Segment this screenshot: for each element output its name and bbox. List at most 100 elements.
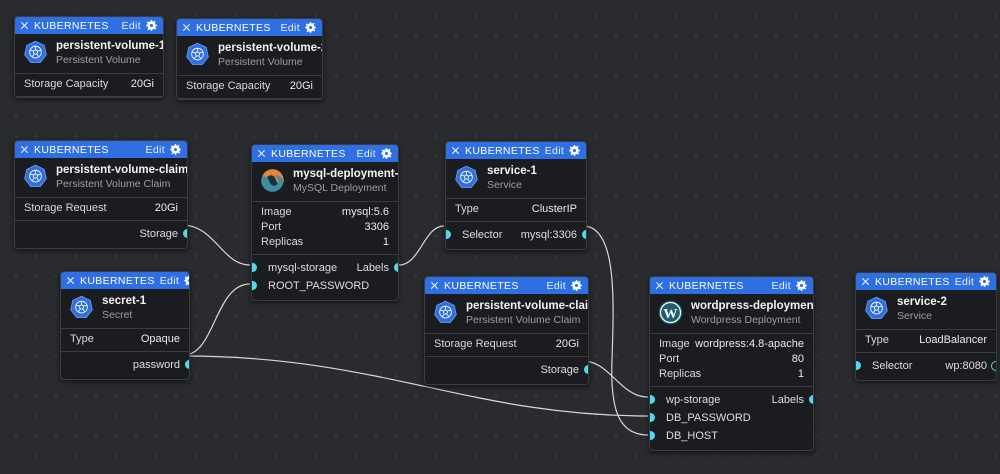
node-header-title: KUBERNETES <box>80 274 155 287</box>
node-name: persistent-volume-1 <box>56 40 164 52</box>
edit-button[interactable]: Edit <box>771 279 791 292</box>
port-dot-in[interactable] <box>856 361 861 371</box>
node-properties: Storage Request 20Gi <box>15 198 187 221</box>
close-icon[interactable] <box>430 281 439 290</box>
node-header[interactable]: KUBERNETES Edit <box>61 272 189 289</box>
edit-button[interactable]: Edit <box>356 147 376 160</box>
port-label: Selector <box>872 359 913 372</box>
node-header[interactable]: KUBERNETES Edit <box>650 277 813 294</box>
gear-icon[interactable] <box>184 275 190 286</box>
port-dot-out[interactable] <box>393 263 398 273</box>
gear-icon[interactable] <box>569 145 581 156</box>
port-dot-in[interactable] <box>650 395 655 405</box>
property-key: Port <box>659 353 680 366</box>
close-icon[interactable] <box>655 281 664 290</box>
gear-icon[interactable] <box>170 144 181 155</box>
node-service-1[interactable]: KUBERNETES Edit <box>445 141 587 250</box>
port-dot-in[interactable] <box>650 413 655 423</box>
port-row: Selector wp:8080 <box>856 357 996 375</box>
node-mysql-deployment-1[interactable]: KUBERNETES Edit mysql-deployment-1 MySQL… <box>251 144 399 301</box>
port-dot-out[interactable] <box>583 365 588 375</box>
kubernetes-icon <box>864 296 889 321</box>
kubernetes-icon <box>454 165 479 190</box>
property-key: Type <box>70 333 94 346</box>
close-icon[interactable] <box>861 277 870 286</box>
port-dot-in[interactable] <box>252 263 257 273</box>
edit-button[interactable]: Edit <box>121 19 141 32</box>
node-persistent-volume-1[interactable]: KUBERNETES Edit <box>14 16 164 98</box>
gear-icon[interactable] <box>305 22 316 33</box>
edit-button[interactable]: Edit <box>159 274 180 287</box>
port-dot-out[interactable] <box>990 360 996 371</box>
edit-button[interactable]: Edit <box>546 279 566 292</box>
port-row: mysql-storage Labels <box>252 259 398 277</box>
port-dot-out[interactable] <box>182 229 187 239</box>
node-wordpress-deployment-1[interactable]: KUBERNETES Edit W wordpress-deployment-1… <box>649 276 814 451</box>
gear-icon[interactable] <box>381 148 392 159</box>
node-name: service-1 <box>487 165 537 177</box>
node-name: mysql-deployment-1 <box>293 168 399 180</box>
node-secret-1[interactable]: KUBERNETES Edit <box>60 271 190 380</box>
port-dot-out[interactable] <box>184 360 189 370</box>
gear-icon[interactable] <box>571 280 582 291</box>
port-dot-in[interactable] <box>252 281 257 291</box>
close-icon[interactable] <box>20 21 29 30</box>
property-row: Image wordpress:4.8-apache <box>650 337 813 352</box>
node-header[interactable]: KUBERNETES Edit <box>15 17 163 34</box>
mysql-icon <box>260 169 285 193</box>
close-icon[interactable] <box>451 146 460 155</box>
node-header[interactable]: KUBERNETES Edit <box>177 19 322 36</box>
node-ports: Storage <box>15 221 187 248</box>
gear-icon[interactable] <box>979 276 991 287</box>
port-dot-in[interactable] <box>650 431 655 441</box>
edit-button[interactable]: Edit <box>954 275 975 288</box>
node-ports: password <box>61 352 189 379</box>
node-service-2[interactable]: KUBERNETES Edit <box>855 272 997 381</box>
port-dot-out[interactable] <box>808 395 813 405</box>
node-header-title: KUBERNETES <box>196 21 271 34</box>
edit-button[interactable]: Edit <box>544 144 565 157</box>
edit-button[interactable]: Edit <box>280 21 300 34</box>
property-value: wordpress:4.8-apache <box>695 338 804 351</box>
close-icon[interactable] <box>182 23 191 32</box>
node-subtitle: Persistent Volume <box>218 55 303 68</box>
node-properties: Storage Capacity 20Gi <box>15 74 163 97</box>
node-ports: Selector wp:8080 <box>856 353 996 380</box>
edit-button[interactable]: Edit <box>145 143 165 156</box>
node-header[interactable]: KUBERNETES Edit <box>252 145 398 162</box>
node-header-title: KUBERNETES <box>669 279 744 292</box>
mysql-icon <box>260 168 285 193</box>
node-subtitle: Persistent Volume <box>56 53 141 66</box>
gear-icon[interactable] <box>146 20 157 31</box>
node-header[interactable]: KUBERNETES Edit <box>446 142 586 159</box>
property-key: Replicas <box>261 236 304 249</box>
close-icon[interactable] <box>257 149 266 158</box>
property-row: Image mysql:5.6 <box>252 205 398 220</box>
property-row: Storage Request 20Gi <box>15 201 187 216</box>
node-persistent-volume-claim-1[interactable]: KUBERNETES Edit <box>14 140 188 249</box>
node-header-title: KUBERNETES <box>875 275 950 288</box>
node-title-row: W wordpress-deployment-1 Wordpress Deplo… <box>650 294 813 334</box>
wire-pvc2-storage-to-wp-storage <box>582 360 649 398</box>
kubernetes-icon <box>69 295 94 320</box>
node-title-row: mysql-deployment-1 MySQL Deployment <box>252 162 398 202</box>
port-label: wp-storage <box>666 393 721 406</box>
kubernetes-icon <box>185 42 210 67</box>
port-row: ROOT_PASSWORD <box>252 277 398 295</box>
node-header[interactable]: KUBERNETES Edit <box>425 277 588 294</box>
node-persistent-volume-claim-2[interactable]: KUBERNETES Edit <box>424 276 589 385</box>
node-header-title: KUBERNETES <box>465 144 540 157</box>
wordpress-icon: W <box>658 301 683 325</box>
gear-icon[interactable] <box>796 280 807 291</box>
port-dot-in[interactable] <box>446 230 451 240</box>
close-icon[interactable] <box>66 276 75 285</box>
kubernetes-icon <box>186 43 209 66</box>
node-header[interactable]: KUBERNETES Edit <box>856 273 996 290</box>
close-icon[interactable] <box>20 145 29 154</box>
node-persistent-volume-2[interactable]: KUBERNETES Edit <box>176 18 323 100</box>
port-row: wp-storage Labels <box>650 391 813 409</box>
property-value: 1 <box>797 368 804 381</box>
node-header[interactable]: KUBERNETES Edit <box>15 141 187 158</box>
port-dot-out[interactable] <box>581 230 586 240</box>
